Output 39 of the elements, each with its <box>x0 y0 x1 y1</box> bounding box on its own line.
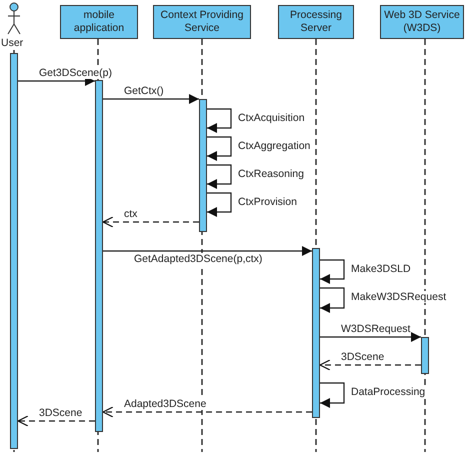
edge-label: MakeW3DSRequest <box>350 291 448 303</box>
edge-label: CtxProvision <box>237 196 298 208</box>
edge-label: GetCtx() <box>123 85 165 97</box>
message-arrow <box>320 332 421 342</box>
edge-label: Get3DScene(p) <box>38 67 113 79</box>
message-arrow <box>207 164 232 189</box>
edge-label: Make3DSLD <box>350 262 412 274</box>
edge-label: CtxAggregation <box>237 140 312 152</box>
message-arrow <box>102 406 312 418</box>
activation-bar <box>10 53 18 449</box>
message-arrow <box>207 136 232 161</box>
participant-box: mobile application <box>60 5 138 39</box>
message-arrow <box>103 246 312 256</box>
message-arrow <box>102 216 199 228</box>
edge-label: CtxReasoning <box>237 168 305 180</box>
message-arrow <box>320 259 345 284</box>
actor-label: User <box>0 37 24 49</box>
edge-label: W3DSRequest <box>340 323 412 335</box>
message-arrow <box>103 94 199 104</box>
message-arrow <box>319 359 421 371</box>
message-arrow <box>320 382 345 408</box>
participant-box: Context Providing Service <box>153 5 251 39</box>
edge-label: 3DScene <box>340 351 386 363</box>
activation-bar <box>312 248 320 418</box>
edge-label: CtxAcquisition <box>237 112 306 124</box>
participant-box: Web 3D Service (W3DS) <box>380 5 464 39</box>
edge-label: 3DScene <box>38 407 84 419</box>
activation-bar <box>421 337 429 374</box>
activation-bar <box>95 80 103 432</box>
message-arrow <box>207 108 232 133</box>
edge-label: DataProcessing <box>350 386 426 398</box>
edge-label: Adapted3DScene <box>123 398 208 410</box>
edge-label: ctx <box>123 208 138 220</box>
message-arrow <box>320 287 345 313</box>
message-arrow <box>207 192 232 217</box>
participant-box: Processing Server <box>278 5 354 39</box>
message-arrow <box>17 415 95 427</box>
edge-label: GetAdapted3DScene(p,ctx) <box>133 253 264 265</box>
activation-bar <box>199 99 207 232</box>
